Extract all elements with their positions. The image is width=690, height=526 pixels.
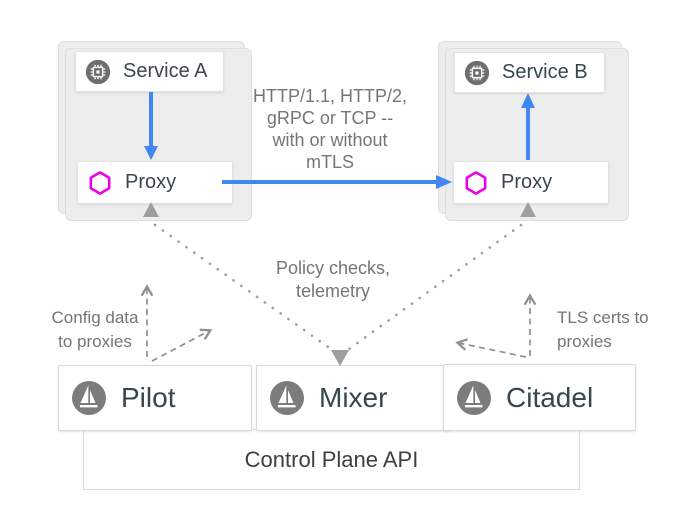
- mixer-node: Mixer: [256, 365, 450, 431]
- proxy-a-node: Proxy: [77, 161, 233, 204]
- service-a-label: Service A: [123, 60, 208, 82]
- istio-sail-icon: [457, 380, 491, 415]
- pilot-label: Pilot: [121, 382, 176, 413]
- control-plane-api-label: Control Plane API: [244, 446, 419, 472]
- mixer-label: Mixer: [319, 382, 388, 413]
- protocols-annotation: HTTP/1.1, HTTP/2, gRPC or TCP -- with or…: [252, 86, 408, 172]
- chip-icon: [85, 59, 111, 84]
- citadel-label: Citadel: [506, 381, 594, 413]
- tls-certs-annotation: TLS certs to proxies: [557, 308, 649, 351]
- envoy-hexagon-icon: [89, 170, 111, 195]
- arrow-proxy-a-to-proxy-b: [222, 175, 452, 189]
- chip-icon: [464, 60, 490, 85]
- arrowhead-into-mixer: [331, 350, 349, 366]
- arrow-citadel-diagonal: [455, 338, 527, 358]
- istio-sail-icon: [270, 381, 304, 415]
- envoy-hexagon-icon: [465, 170, 487, 195]
- policy-telemetry-annotation: Policy checks, telemetry: [275, 258, 391, 301]
- proxy-b-node: Proxy: [453, 161, 609, 204]
- istio-sail-icon: [72, 381, 106, 415]
- service-b-node: Service B: [454, 52, 605, 93]
- proxy-b-label: Proxy: [501, 171, 553, 193]
- citadel-node: Citadel: [443, 364, 636, 431]
- config-data-annotation: Config data to proxies: [51, 308, 139, 351]
- pilot-node: Pilot: [58, 365, 252, 431]
- control-plane-api-box: Control Plane API: [83, 429, 580, 490]
- proxy-a-label: Proxy: [125, 171, 177, 193]
- service-b-label: Service B: [502, 61, 588, 83]
- arrow-pilot-diagonal: [151, 328, 213, 362]
- service-a-node: Service A: [75, 51, 224, 92]
